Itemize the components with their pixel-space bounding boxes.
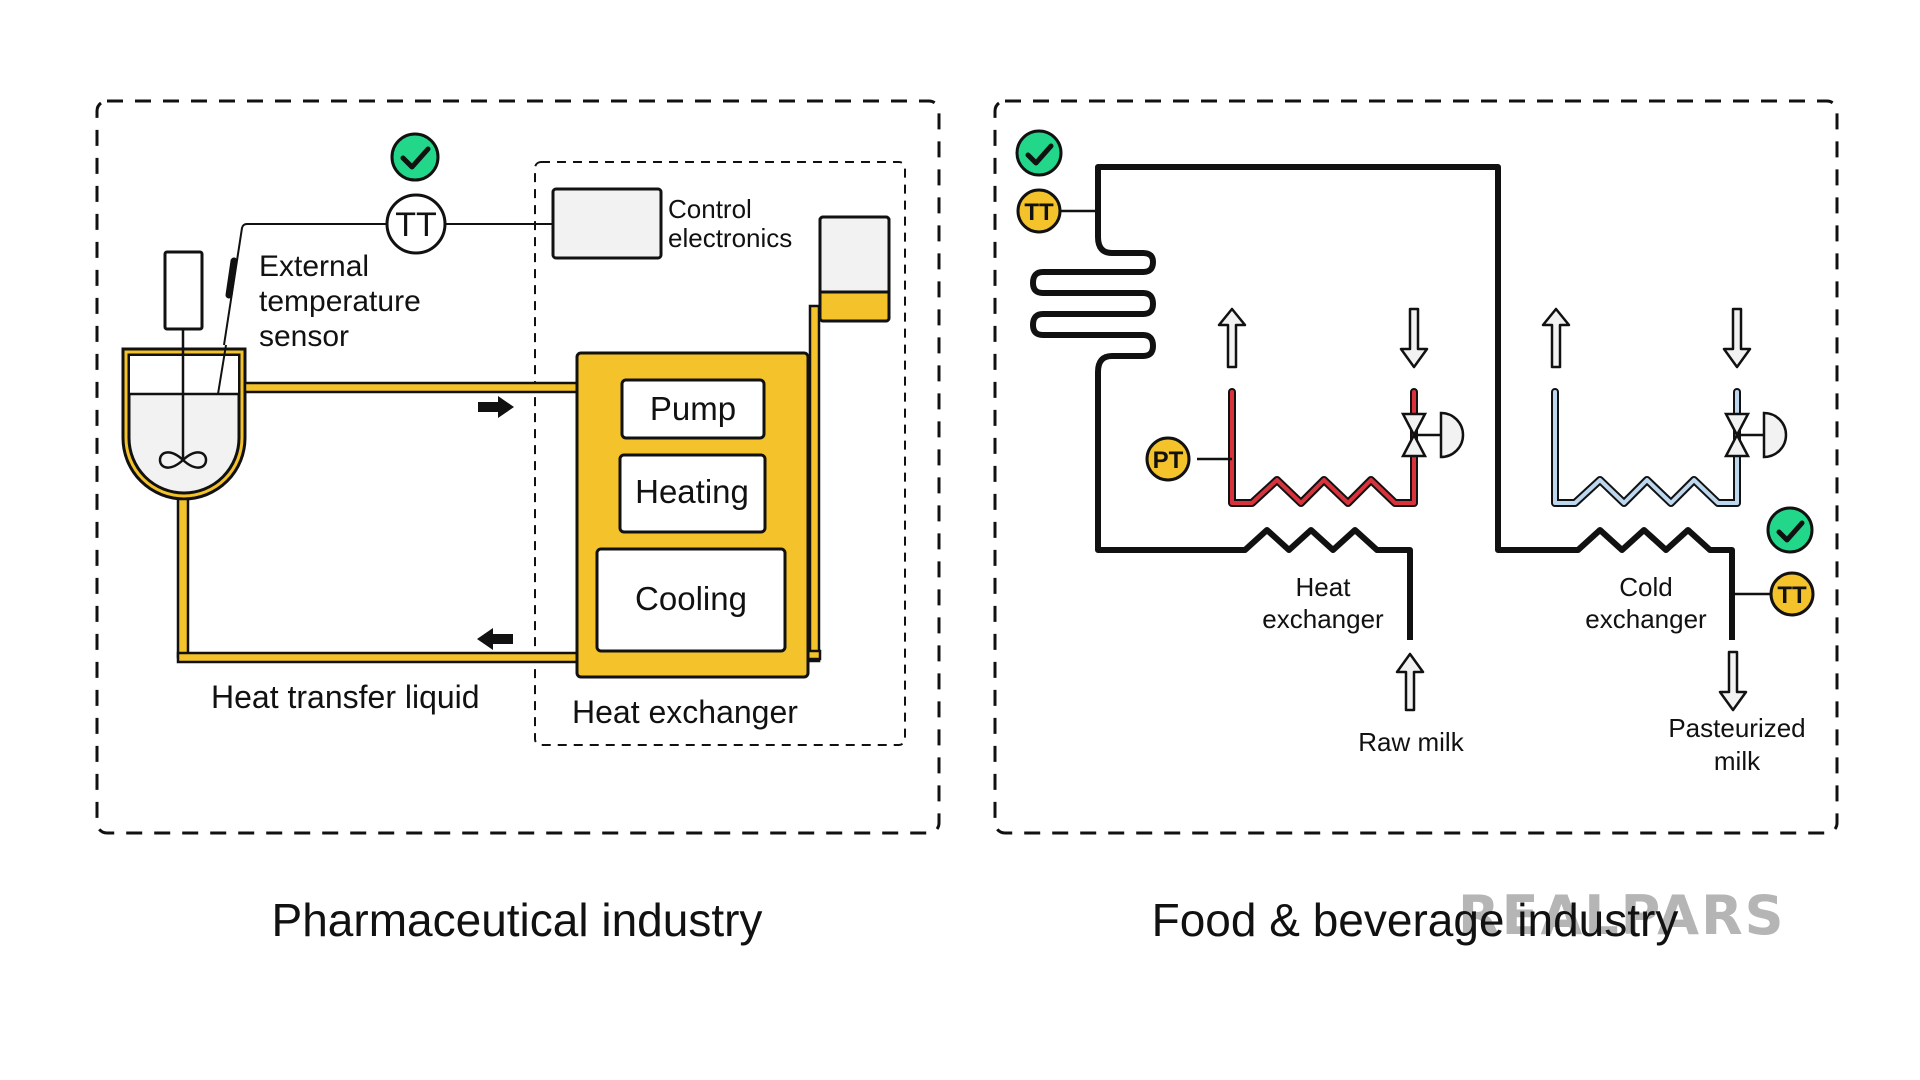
cooling-box: Cooling <box>595 547 787 653</box>
pasteurized-label-line1: Pasteurized <box>1668 713 1805 743</box>
tt-right-bubble: TT <box>1769 571 1815 617</box>
pump-box: Pump <box>620 378 766 440</box>
cold-exchanger-label-line2: exchanger <box>1585 604 1707 634</box>
heating-label: Heating <box>635 473 749 510</box>
heating-box: Heating <box>618 453 767 534</box>
pharma-panel: TT External temperature sensor Control e… <box>95 99 941 946</box>
tt-transmitter: TT <box>385 193 447 255</box>
reactor-vessel <box>121 329 247 501</box>
cold-control-valve <box>1723 411 1788 459</box>
cold-in-arrow-icon <box>1722 307 1752 369</box>
expansion-tank <box>818 215 891 323</box>
pharma-panel-border <box>95 99 941 835</box>
raw-milk-arrow-icon <box>1395 652 1425 712</box>
impeller-icon <box>158 451 208 469</box>
agitator-motor <box>163 250 204 331</box>
hot-control-valve <box>1400 411 1465 459</box>
cooling-label: Cooling <box>635 580 747 617</box>
hot-water-loop <box>1228 388 1418 507</box>
tt-top-label: TT <box>1024 199 1054 226</box>
pasteurized-label-line2: milk <box>1714 746 1761 776</box>
sensor-label-line1: External <box>259 250 369 283</box>
pt-bubble: PT <box>1145 436 1191 482</box>
check-circle-icon <box>1766 506 1814 554</box>
pump-label: Pump <box>650 390 736 427</box>
control-electronics-box <box>551 187 663 260</box>
pasteurized-arrow-icon <box>1718 650 1748 712</box>
sensor-label-line3: sensor <box>259 320 349 353</box>
control-label-line1: Control <box>668 194 752 224</box>
check-circle-icon <box>1015 129 1063 177</box>
check-circle-icon <box>390 132 440 182</box>
sensor-label-line2: temperature <box>259 285 421 318</box>
hot-in-arrow-icon <box>1399 307 1429 369</box>
food-panel: TT PT TT Heat exchanger Cold exchanger R… <box>993 99 1839 947</box>
pharma-title: Pharmaceutical industry <box>272 894 763 946</box>
flow-arrow-right-icon <box>478 396 514 418</box>
raw-milk-label: Raw milk <box>1358 727 1464 757</box>
cold-out-arrow-icon <box>1541 307 1571 369</box>
tt-right-label: TT <box>1777 582 1807 609</box>
sensor-probe <box>225 257 238 299</box>
flow-arrow-left-icon <box>477 628 513 650</box>
control-label-line2: electronics <box>668 223 792 253</box>
tt-top-bubble: TT <box>1016 188 1062 234</box>
heat-transfer-liquid-label: Heat transfer liquid <box>211 679 480 715</box>
hot-out-arrow-icon <box>1217 307 1247 369</box>
tt-label: TT <box>395 206 437 244</box>
cold-water-loop <box>1551 388 1741 507</box>
heat-exchanger-label-line1: Heat <box>1296 572 1352 602</box>
holding-coil <box>1030 236 1413 640</box>
pt-label: PT <box>1153 447 1184 474</box>
milk-line <box>1095 164 1735 640</box>
cold-exchanger-label-line1: Cold <box>1619 572 1672 602</box>
heat-exchanger-label-line2: exchanger <box>1262 604 1384 634</box>
food-panel-border <box>993 99 1839 835</box>
sensor-wire <box>223 223 386 346</box>
heat-exchanger-boundary <box>534 161 906 746</box>
food-title: Food & beverage industry <box>1152 894 1679 946</box>
watermark-logo: REALPARS <box>1458 884 1786 947</box>
heat-exchanger-label: Heat exchanger <box>572 694 798 730</box>
